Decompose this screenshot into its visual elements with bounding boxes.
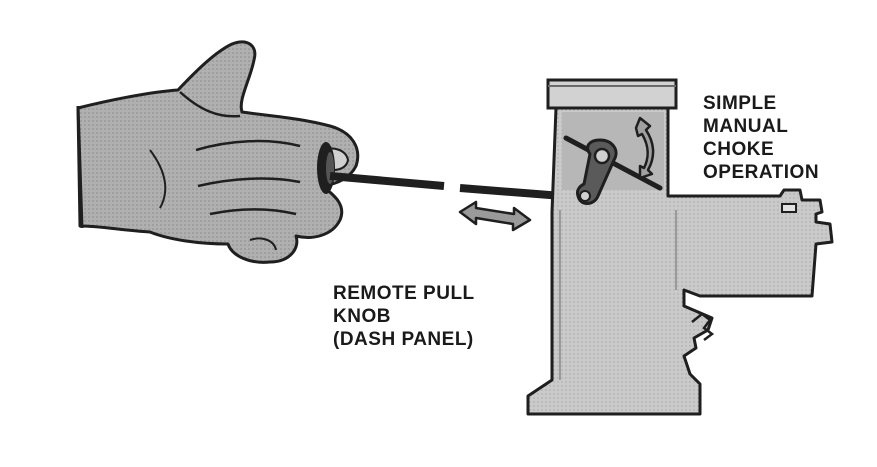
hand-illustration — [76, 40, 360, 264]
knob-label-line-2: KNOB — [333, 306, 391, 327]
double-arrow-icon — [458, 200, 532, 232]
choke-cable — [329, 172, 589, 202]
curved-double-arrow-icon — [634, 116, 655, 180]
choke-label-line-3: CHOKE — [703, 139, 775, 160]
choke-label-line-1: SIMPLE — [703, 93, 777, 114]
lever-icon — [563, 135, 663, 205]
remote-pull-knob-label: REMOTE PULL KNOB (DASH PANEL) — [333, 282, 475, 351]
knob-label-line-3: (DASH PANEL) — [333, 329, 474, 350]
knob-label-line-1: REMOTE PULL — [333, 283, 475, 304]
choke-operation-label: SIMPLE MANUAL CHOKE OPERATION — [703, 92, 819, 184]
choke-label-line-4: OPERATION — [703, 162, 820, 183]
choke-label-line-2: MANUAL — [703, 116, 789, 137]
